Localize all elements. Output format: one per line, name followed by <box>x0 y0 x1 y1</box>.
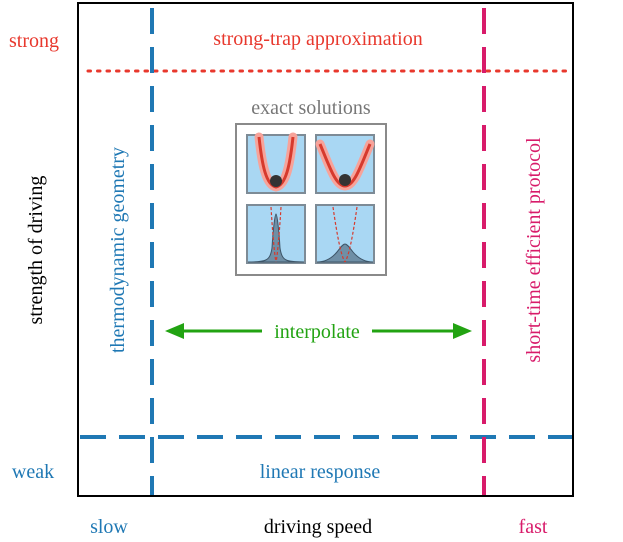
linear-response-label: linear response <box>260 461 381 483</box>
x-axis-title: driving speed <box>264 516 372 538</box>
exact-solutions-label: exact solutions <box>251 97 371 119</box>
narrow-trap-panel <box>246 132 306 194</box>
short-time-protocol-label: short-time efficient protocol <box>523 137 545 363</box>
particle-icon <box>339 174 351 186</box>
interpolate-label: interpolate <box>274 321 360 343</box>
weak-label: weak <box>12 461 54 483</box>
wide-distribution-panel <box>315 204 375 264</box>
wide-trap-panel <box>315 134 375 194</box>
interpolate-label-bg <box>262 318 372 344</box>
y-axis-title: strength of driving <box>25 176 47 325</box>
narrow-distribution-panel <box>246 204 306 264</box>
strong-trap-label: strong-trap approximation <box>213 28 422 50</box>
diagram-frame <box>77 2 574 497</box>
thermodynamic-geometry-label: thermodynamic geometry <box>107 147 129 353</box>
particle-icon <box>270 175 282 187</box>
strong-label: strong <box>9 30 59 52</box>
slow-label: slow <box>90 516 128 538</box>
fast-label: fast <box>519 516 548 538</box>
